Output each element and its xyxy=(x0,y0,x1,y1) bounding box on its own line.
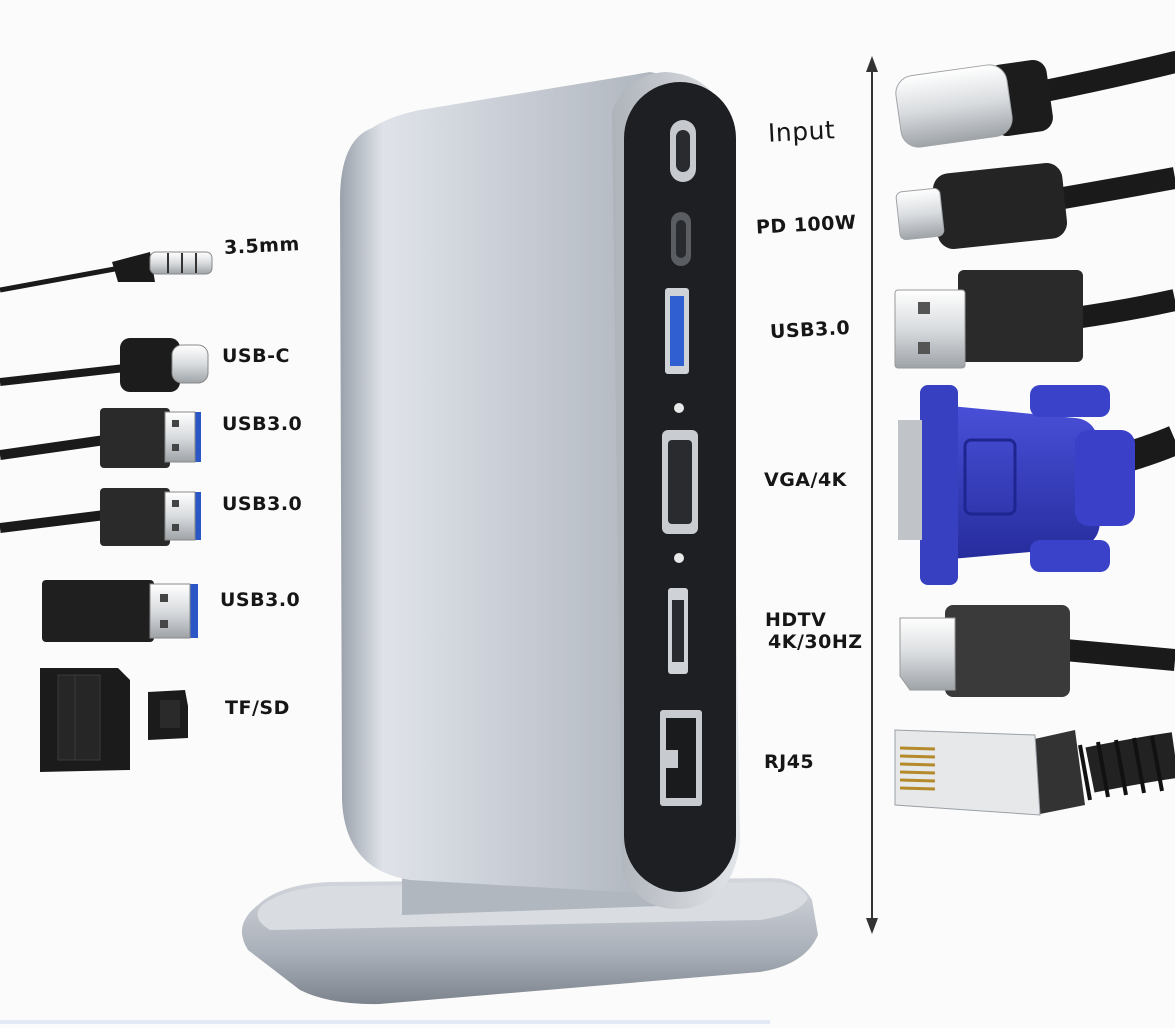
usb-right-label: USB3.0 xyxy=(769,316,851,344)
usb-left-2-label: USB3.0 xyxy=(222,493,303,515)
usb-c-plug-icon xyxy=(895,162,1175,250)
usb-left-3-label: USB3.0 xyxy=(220,589,301,611)
hdtv-label: HDTV 4K/30HZ xyxy=(765,609,863,654)
rj45-label: RJ45 xyxy=(764,751,815,773)
audio-jack-icon xyxy=(0,251,213,293)
hdmi-plug-icon xyxy=(899,605,1175,697)
usb-c-plug-icon xyxy=(0,338,209,392)
input-label: Input xyxy=(767,115,836,148)
hdtv-label-line2: 4K/30HZ xyxy=(768,630,863,653)
hub-body xyxy=(340,72,700,893)
microsd-card-icon xyxy=(148,690,188,740)
vertical-arrow xyxy=(866,56,878,934)
led-dot xyxy=(674,553,684,563)
audio-label: 3.5mm xyxy=(223,233,301,259)
bottom-strip xyxy=(0,1020,770,1024)
usb-a-plug-icon xyxy=(894,270,1175,369)
usb-hub xyxy=(241,72,818,1005)
tfsd-label: TF/SD xyxy=(225,697,290,719)
sd-card-icon xyxy=(40,668,130,772)
led-dot xyxy=(674,403,684,413)
usb-c-plug-icon xyxy=(895,51,1175,148)
usbc-label: USB-C xyxy=(222,345,290,367)
usb-a-plug-icon xyxy=(0,408,201,468)
rj45-plug-icon xyxy=(894,729,1175,816)
vga-plug-icon xyxy=(898,385,1175,585)
vga-label: VGA/4K xyxy=(764,469,847,491)
hdtv-label-line1: HDTV xyxy=(765,609,827,631)
usb-left-1-label: USB3.0 xyxy=(222,413,303,435)
usb-a-plug-icon xyxy=(42,580,198,642)
usb-a-plug-icon xyxy=(0,488,201,546)
